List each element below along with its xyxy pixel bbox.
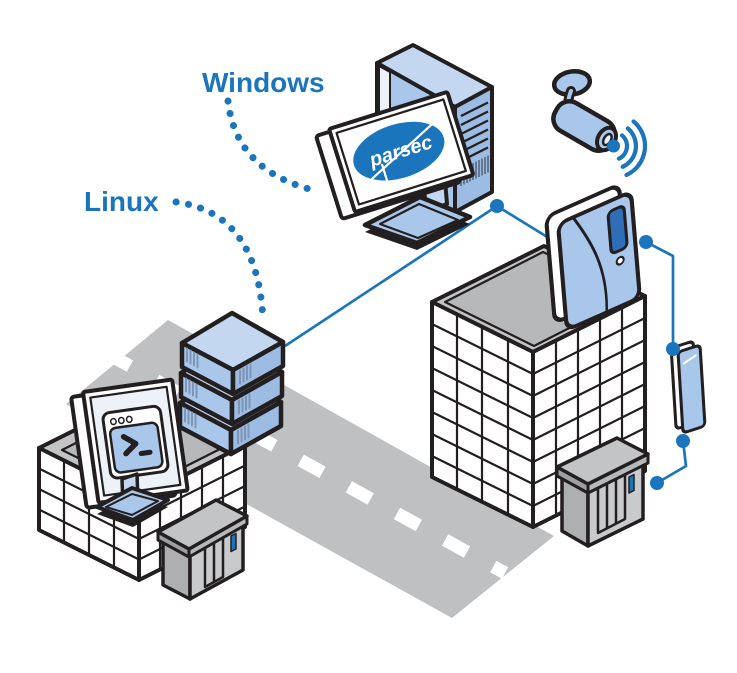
entrance-reader-left <box>230 532 237 553</box>
network-node-dot <box>676 434 690 448</box>
cctv-camera-icon <box>551 69 619 153</box>
right-building-entrance <box>555 436 650 548</box>
controller-led <box>615 255 625 266</box>
windows-dotted-connector <box>224 97 321 195</box>
terminal-window-icon <box>101 404 170 480</box>
left-building-entrance <box>156 498 249 601</box>
access-controller-icon <box>544 185 642 330</box>
entrance-reader-right <box>628 473 635 494</box>
terminal-monitor <box>69 377 190 527</box>
network-node-dot <box>639 235 653 249</box>
parsec-logo: parsec <box>353 113 445 192</box>
network-node-dot <box>490 199 504 213</box>
controller-display <box>606 205 629 255</box>
card-reader-icon <box>669 340 707 434</box>
wifi-signal-icon <box>607 119 648 178</box>
linux-label: Linux <box>84 186 159 217</box>
linux-dotted-connector <box>172 198 267 324</box>
network-line-controller-to-reader <box>639 235 680 356</box>
windows-label: Windows <box>202 67 325 98</box>
network-line-servers-to-controller <box>284 199 558 348</box>
terminal-monitor-base <box>95 486 170 527</box>
parsec-monitor: parsec <box>314 90 475 250</box>
monitor-base <box>362 194 473 250</box>
network-node-dot <box>666 342 680 356</box>
network-node-dot <box>650 476 664 490</box>
network-line-reader-to-entrance <box>650 434 690 490</box>
server-stack-icon <box>180 313 283 454</box>
